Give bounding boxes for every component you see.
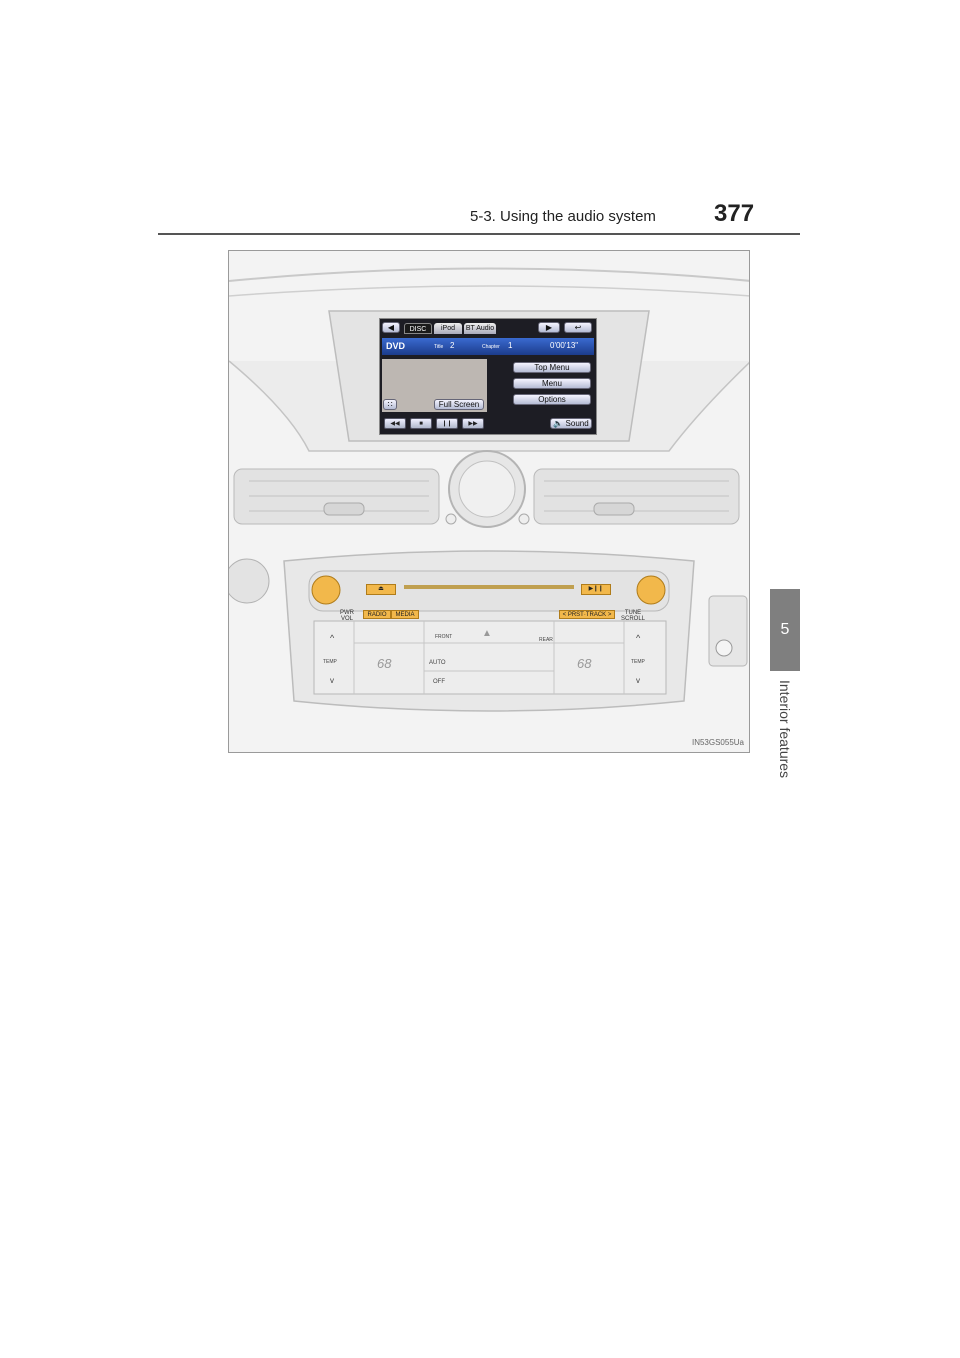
track-button[interactable]: < PRST·TRACK > bbox=[559, 610, 615, 619]
sound-label: Sound bbox=[565, 419, 589, 428]
pwr-vol-label: PWR VOL bbox=[340, 610, 354, 622]
media-button[interactable]: MEDIA bbox=[391, 610, 419, 619]
rewind-icon[interactable]: ◀◀ bbox=[384, 418, 406, 429]
tune-scroll-label: TUNE SCROLL bbox=[620, 610, 645, 622]
options-button[interactable]: Options bbox=[513, 394, 591, 405]
temp-right-display: 68 bbox=[577, 656, 592, 671]
menu-button[interactable]: Menu bbox=[513, 378, 591, 389]
temp-left-label: TEMP bbox=[323, 659, 337, 665]
fast-forward-icon[interactable]: ▶▶ bbox=[462, 418, 484, 429]
full-screen-button[interactable]: Full Screen bbox=[434, 399, 484, 410]
header-rule bbox=[158, 233, 800, 235]
off-button[interactable]: OFF bbox=[433, 679, 445, 685]
stop-icon[interactable]: ■ bbox=[410, 418, 432, 429]
grid-icon[interactable]: ∷ bbox=[383, 399, 397, 410]
title-label: Title bbox=[434, 344, 444, 350]
source-label: DVD bbox=[386, 341, 406, 351]
status-bar: DVD Title 2 Chapter 1 0'00'13" bbox=[382, 338, 594, 355]
sound-button[interactable]: 🔈 Sound bbox=[550, 418, 592, 429]
back-arrow-icon[interactable]: ◀ bbox=[382, 322, 400, 333]
auto-button[interactable]: AUTO bbox=[429, 660, 446, 666]
return-icon[interactable]: ↩ bbox=[564, 322, 592, 333]
temp-right-label: TEMP bbox=[631, 659, 645, 665]
title-value: 2 bbox=[450, 341, 455, 350]
chapter-tab: 5 bbox=[770, 589, 800, 671]
front-defrost-button[interactable]: FRONT bbox=[435, 634, 453, 640]
section-title: 5-3. Using the audio system bbox=[470, 208, 656, 225]
top-menu-button[interactable]: Top Menu bbox=[513, 362, 591, 373]
dashboard-illustration: ◀ DISC iPod BT Audio ▶ ↩ DVD Title 2 Cha… bbox=[228, 250, 750, 753]
elapsed-time: 0'00'13" bbox=[550, 341, 579, 350]
play-pause-button[interactable]: ▶❙❙ bbox=[581, 584, 611, 595]
rear-defrost-button[interactable]: REAR bbox=[539, 637, 553, 643]
hazard-icon[interactable]: ▲ bbox=[482, 628, 492, 639]
temp-left-display: 68 bbox=[377, 656, 392, 671]
chapter-value: 1 bbox=[508, 341, 513, 350]
temp-left-up-icon[interactable]: ^ bbox=[330, 633, 335, 643]
figure-id: IN53GS055Ua bbox=[691, 738, 744, 747]
chapter-label-screen: Chapter bbox=[482, 344, 500, 350]
temp-right-down-icon[interactable]: v bbox=[636, 676, 640, 685]
speaker-icon: 🔈 bbox=[553, 419, 564, 428]
radio-button[interactable]: RADIO bbox=[363, 610, 391, 619]
page-number: 377 bbox=[714, 200, 755, 227]
page-header: 5-3. Using the audio system 377 bbox=[0, 0, 960, 240]
pause-icon[interactable]: ❙❙ bbox=[436, 418, 458, 429]
audio-screen: ◀ DISC iPod BT Audio ▶ ↩ DVD Title 2 Cha… bbox=[379, 318, 597, 435]
chapter-label-wrap: Interior features bbox=[777, 680, 797, 790]
forward-arrow-icon[interactable]: ▶ bbox=[538, 322, 560, 333]
tab-disc[interactable]: DISC bbox=[404, 323, 432, 334]
chapter-label: Interior features bbox=[777, 680, 793, 779]
eject-button[interactable]: ⏏ bbox=[366, 584, 396, 595]
tab-ipod[interactable]: iPod bbox=[434, 323, 462, 334]
temp-left-down-icon[interactable]: v bbox=[330, 676, 334, 685]
temp-right-up-icon[interactable]: ^ bbox=[636, 633, 641, 643]
tab-bt-audio[interactable]: BT Audio bbox=[464, 323, 496, 334]
